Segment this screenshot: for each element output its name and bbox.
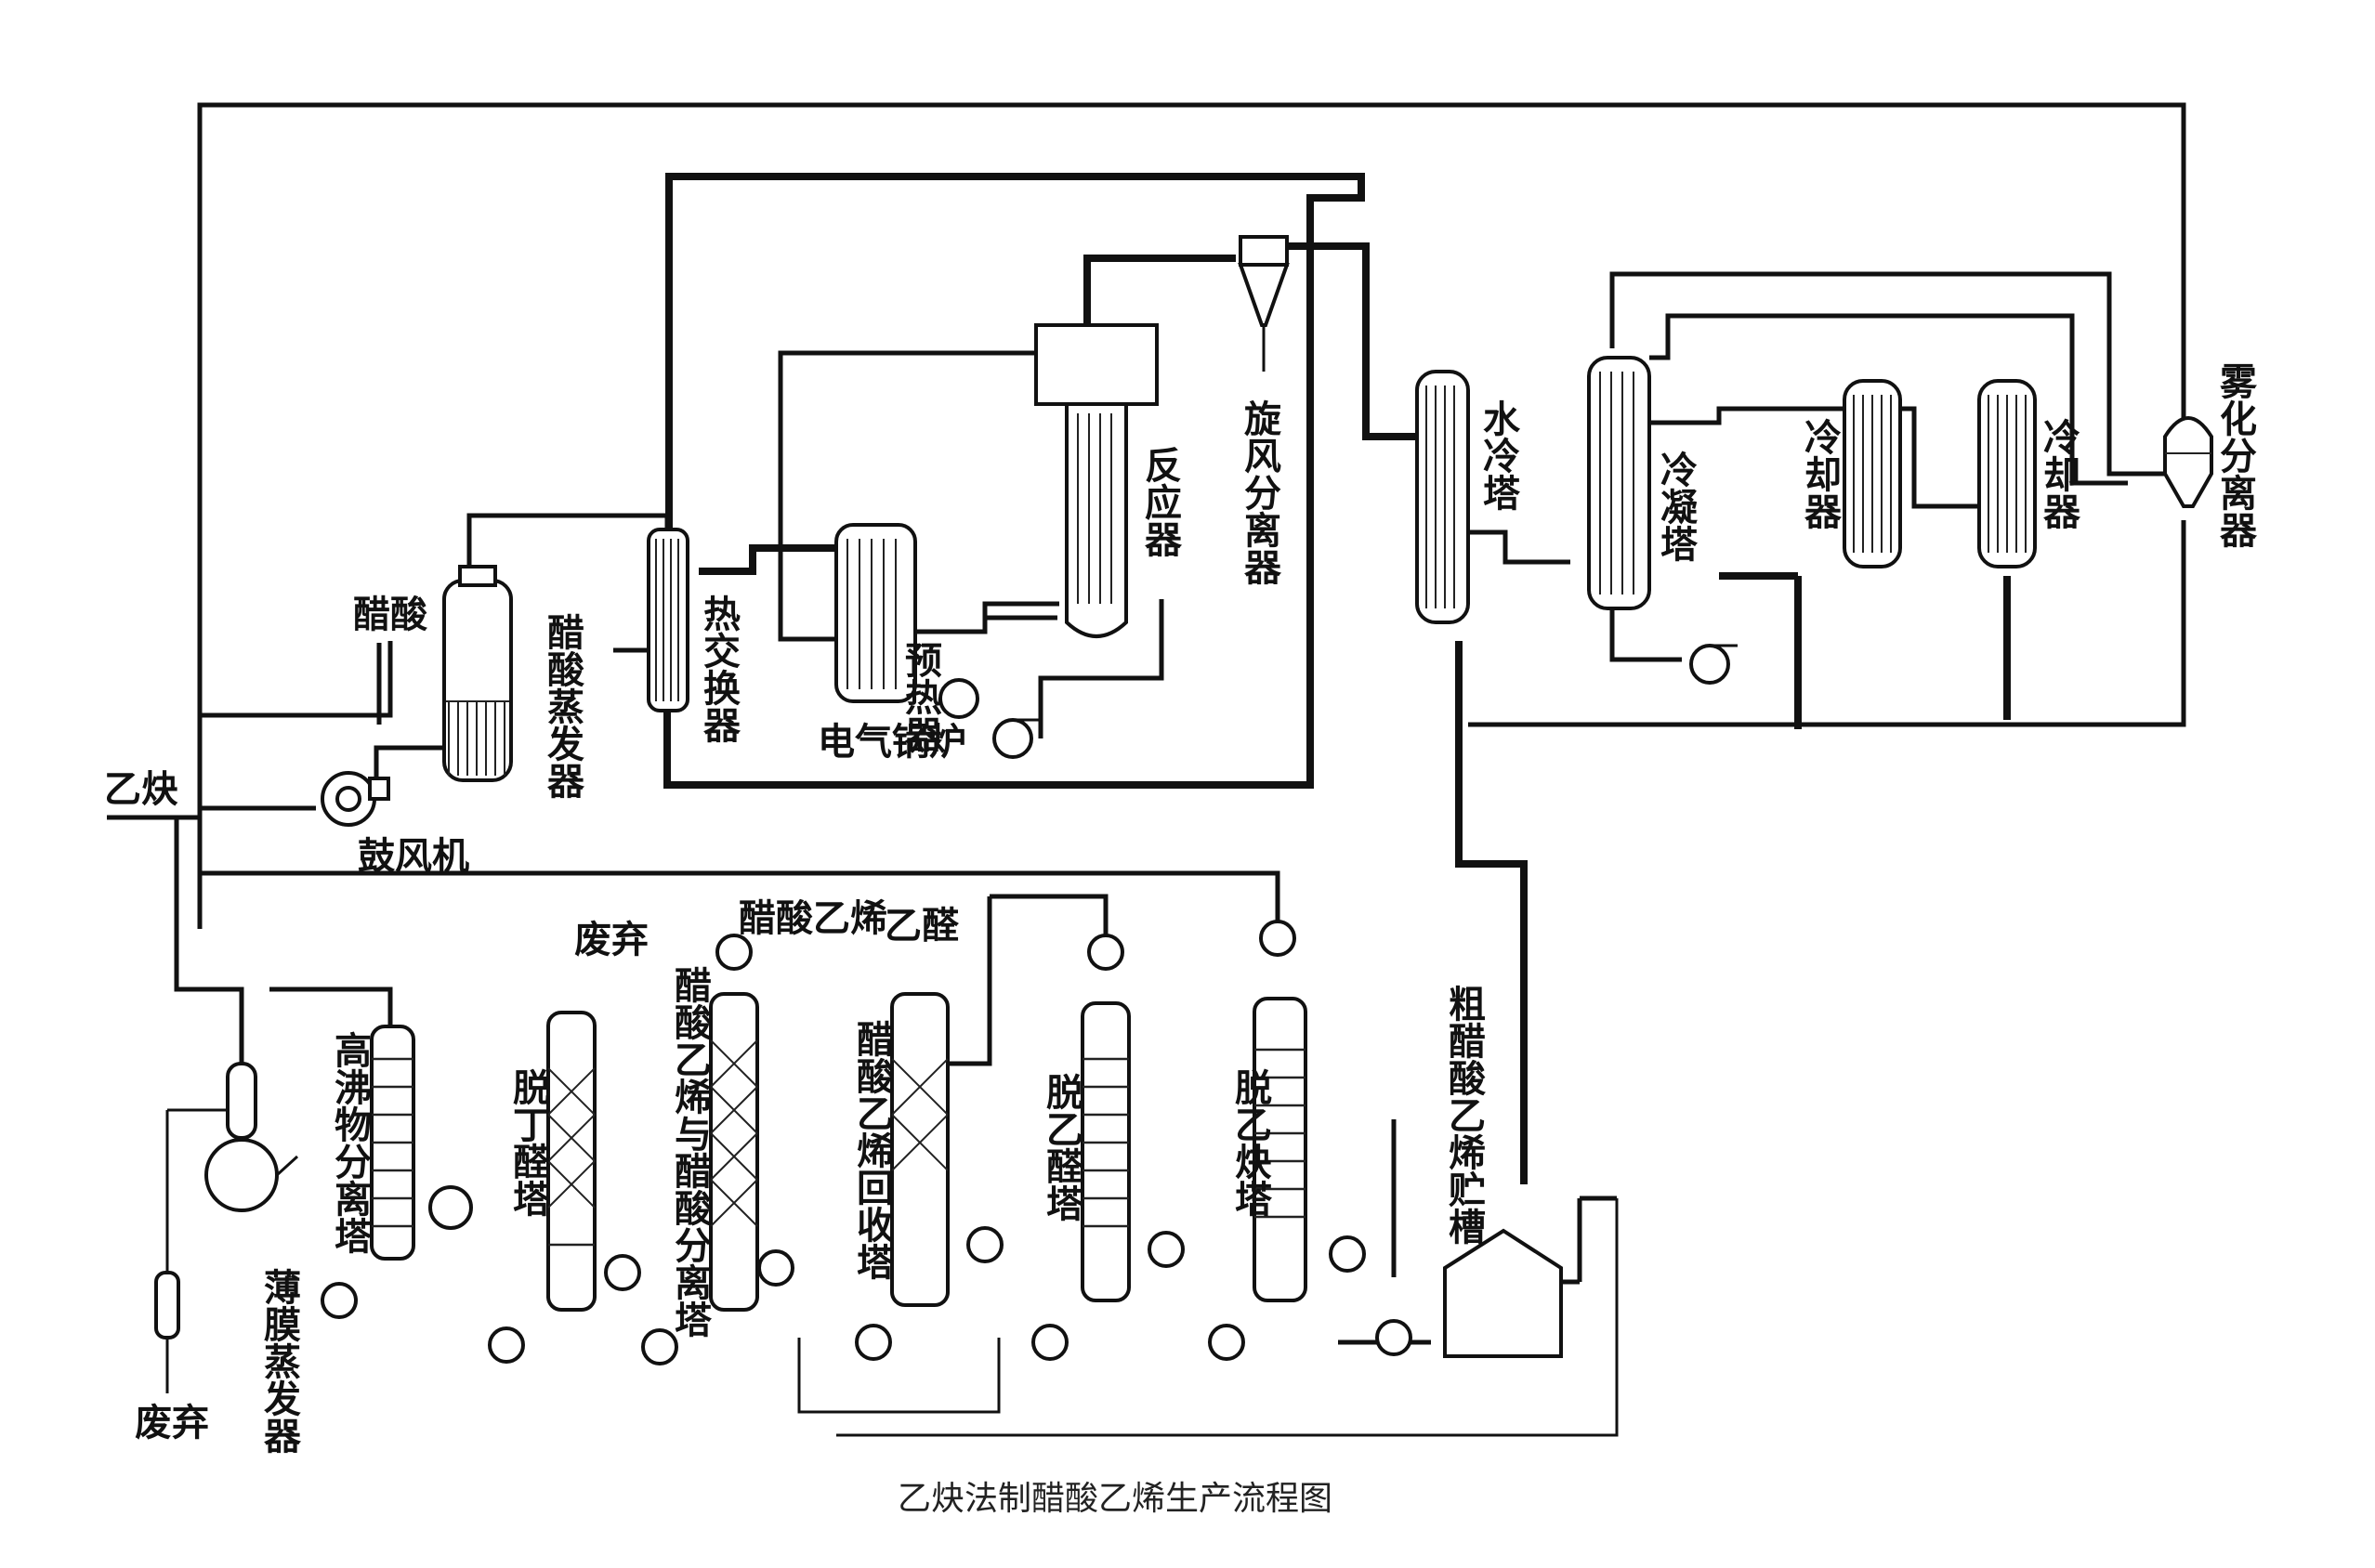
label-mist-separator: 雾化分离器 <box>2213 362 2257 548</box>
label-va-acetic-separation-tower: 醋酸乙烯与醋酸分离塔 <box>668 966 712 1338</box>
label-crude-va-storage-tank: 粗醋酸乙烯贮槽 <box>1442 985 1486 1245</box>
heat-exchanger <box>647 528 689 712</box>
label-acetic-acid-evaporator: 醋酸蒸发器 <box>541 613 584 799</box>
label-cooler-2: 冷却器 <box>2037 418 2080 529</box>
preheater <box>834 523 979 719</box>
va-recovery-tower <box>855 992 1004 1361</box>
cooler-2 <box>1977 379 2037 568</box>
acetic-acid-evaporator <box>442 565 513 782</box>
label-cyclone-separator: 旋风分离器 <box>1238 399 1281 585</box>
debutyraldehyde-tower <box>488 1011 641 1364</box>
water-cooling-tower <box>1415 370 1470 624</box>
label-water-cooling-tower: 水冷塔 <box>1476 399 1520 511</box>
label-condensing-tower: 冷凝塔 <box>1654 451 1698 562</box>
pipe-network <box>107 102 2186 1437</box>
label-waste-2: 废弃 <box>135 1402 209 1444</box>
label-high-boiler-separator: 高沸物分离塔 <box>328 1031 372 1254</box>
film-evaporator <box>154 1062 299 1393</box>
va-acetic-separation-tower <box>641 934 794 1365</box>
condensing-tower <box>1587 356 1738 685</box>
label-cooler-1: 冷却器 <box>1798 418 1842 529</box>
crude-va-storage-tank <box>1375 1196 1617 1358</box>
label-vinyl-acetate-top: 醋酸乙烯 <box>739 897 887 940</box>
labels: 醋酸 醋酸蒸发器 热交换器 预热器 电气锅炉 反应器 旋风分离器 水冷塔 冷凝塔… <box>104 362 2257 1454</box>
label-acetaldehyde-top: 乙醛 <box>885 905 959 947</box>
label-preheater: 预热器 <box>899 641 942 752</box>
label-electric-boiler: 电气锅炉 <box>818 721 966 764</box>
mist-separator <box>2163 416 2213 508</box>
label-debutyraldehyde-tower: 脱丁醛塔 <box>506 1068 550 1217</box>
cyclone-separator <box>1238 235 1290 372</box>
electric-boiler-pump <box>992 718 1041 759</box>
label-heat-exchanger: 热交换器 <box>697 595 741 743</box>
reactor <box>1034 323 1159 638</box>
deacetaldehyde-tower <box>1031 934 1185 1361</box>
label-film-evaporator: 薄膜蒸发器 <box>257 1268 301 1454</box>
label-deacetylene-tower: 脱乙炔塔 <box>1228 1068 1272 1217</box>
deacetylene-tower <box>1208 920 1366 1361</box>
diagram-caption: 乙炔法制醋酸乙烯生产流程图 <box>898 1480 1332 1518</box>
label-blower: 鼓风机 <box>358 835 469 878</box>
label-acetic-acid: 醋酸 <box>353 594 428 636</box>
blower <box>321 771 390 827</box>
high-boiler-separator <box>321 1025 473 1319</box>
cooler-1 <box>1843 379 1902 568</box>
label-reactor: 反应器 <box>1138 446 1182 557</box>
label-va-recovery-tower: 醋酸乙烯回收塔 <box>850 1020 894 1280</box>
label-acetylene: 乙炔 <box>104 768 178 811</box>
label-waste-1: 废弃 <box>574 919 649 961</box>
label-deacetaldehyde-tower: 脱乙醛塔 <box>1040 1073 1083 1222</box>
